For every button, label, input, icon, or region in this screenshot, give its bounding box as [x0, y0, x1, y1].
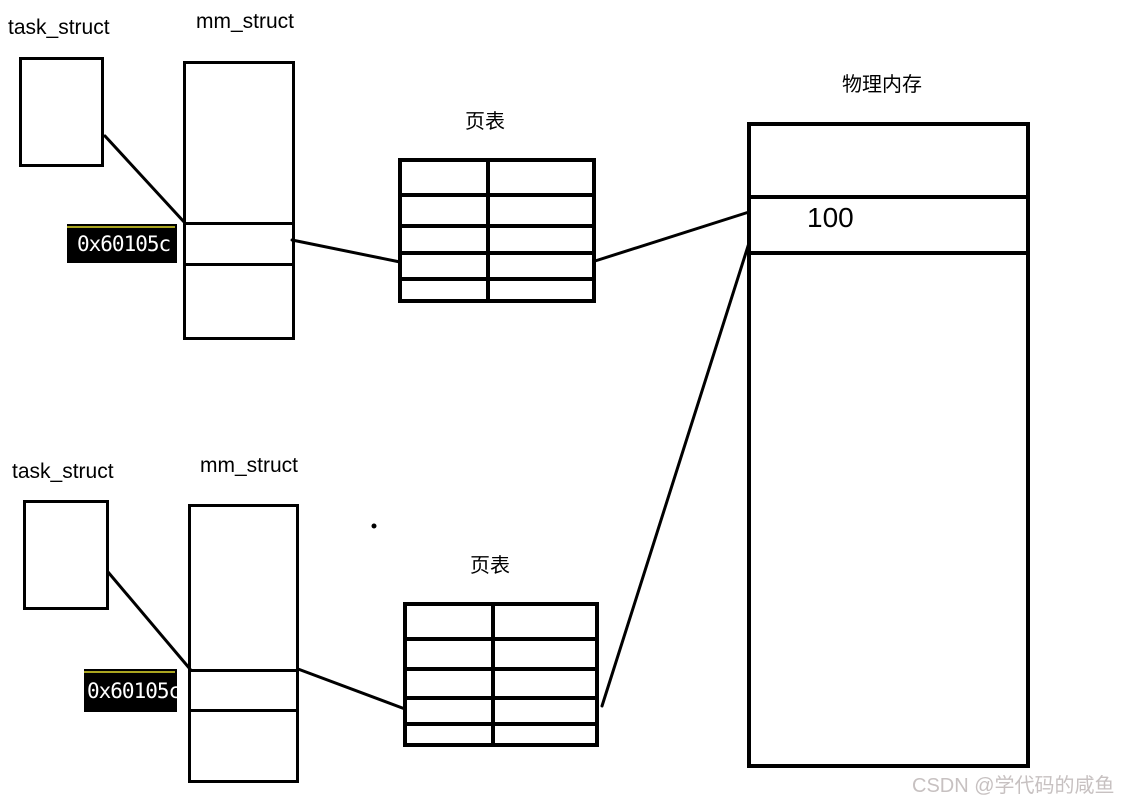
process1-page-table-row-divider [402, 277, 592, 281]
physical-memory-box: 100 [747, 122, 1030, 768]
process2-page-table-to-memory-connector [600, 241, 751, 708]
process1-page-table-row-divider [402, 193, 592, 197]
process1-mm-struct-cell-divider-bottom [186, 263, 292, 266]
process1-virtual-address-text: 0x60105c [77, 231, 171, 256]
physical-memory-cell-top-line [751, 195, 1026, 199]
process1-task-to-mm-connector [103, 134, 187, 225]
process1-mm-struct-box [183, 61, 295, 340]
process1-page-table [398, 158, 596, 303]
process2-page-table-label: 页表 [470, 555, 510, 577]
process2-mm-struct-cell-divider-top [191, 669, 296, 672]
process1-mm-struct-cell-divider-top [186, 222, 292, 225]
process2-virtual-address-box: 0x60105c [84, 669, 177, 712]
process1-page-table-row-divider [402, 251, 592, 255]
stray-dot [371, 523, 377, 529]
process1-virtual-address-box: 0x60105c [67, 224, 177, 263]
process2-mm-struct-label: mm_struct [200, 454, 299, 477]
process2-page-table-column-divider [491, 606, 495, 743]
process1-mm-struct-label: mm_struct [196, 10, 295, 33]
process2-mm-to-page-table-connector [296, 667, 407, 711]
process1-mm-to-page-table-connector [290, 238, 402, 264]
process1-address-box-stripe [67, 226, 175, 228]
process2-task-struct-box [23, 500, 109, 610]
process2-task-to-mm-connector [106, 570, 192, 671]
process2-page-table-row-divider [407, 722, 595, 726]
process1-page-table-label: 页表 [465, 111, 505, 133]
process1-page-table-row-divider [402, 224, 592, 228]
physical-memory-cell-value: 100 [807, 202, 854, 233]
process2-page-table-row-divider [407, 696, 595, 700]
watermark: CSDN @学代码的咸鱼 [912, 775, 1115, 797]
process1-task-struct-box [19, 57, 104, 167]
process2-task-struct-label: task_struct [12, 460, 114, 483]
process2-page-table-row-divider [407, 667, 595, 671]
process1-task-struct-label: task_struct [8, 16, 110, 39]
process2-page-table-row-divider [407, 637, 595, 641]
process2-mm-struct-cell-divider-bottom [191, 709, 296, 712]
physical-memory-label: 物理内存 [842, 74, 922, 96]
process2-address-box-stripe [84, 671, 175, 673]
process2-page-table [403, 602, 599, 747]
process1-page-table-to-memory-connector [593, 210, 751, 263]
physical-memory-cell-bottom-line [751, 251, 1026, 255]
process1-page-table-column-divider [486, 162, 490, 299]
process2-virtual-address-text: 0x60105c [87, 678, 177, 703]
process2-mm-struct-box [188, 504, 299, 783]
